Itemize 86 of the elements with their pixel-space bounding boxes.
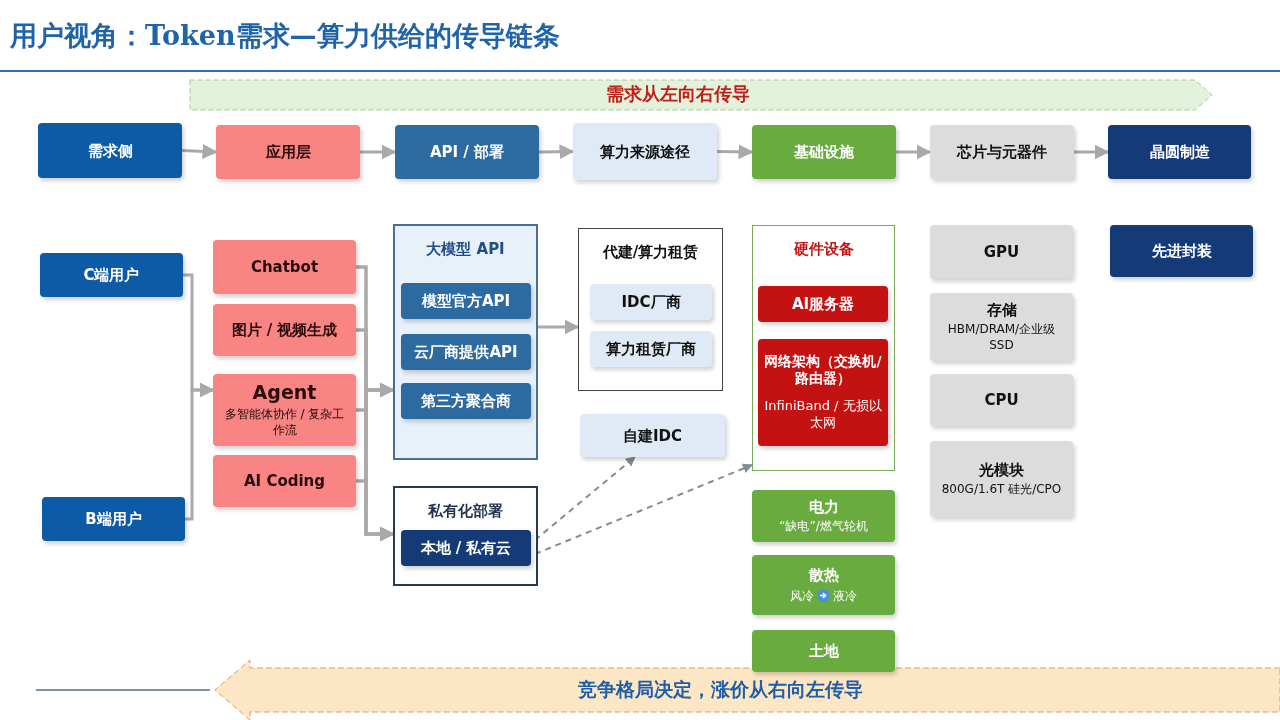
- process-box: [580, 414, 725, 457]
- node-title: 代建/算力租赁: [602, 243, 699, 261]
- process-box: [930, 441, 1073, 517]
- flow-note: 竞争格局决定，涨价从右向左传导: [578, 677, 863, 702]
- node-title: 算力来源途径: [600, 142, 690, 161]
- node-title: API / 部署: [429, 143, 505, 161]
- arrow: [360, 144, 397, 160]
- node-title: 散热: [808, 565, 839, 584]
- node-title: 存储: [986, 300, 1017, 319]
- application-box: [216, 125, 360, 179]
- arrow: [896, 144, 932, 160]
- process-box: [40, 253, 183, 297]
- arrow: [1074, 144, 1110, 160]
- process-box: [573, 123, 717, 180]
- process-box: [930, 374, 1073, 426]
- process-box: [395, 125, 539, 179]
- process-box: [1110, 225, 1253, 277]
- node-title: Chatbot: [250, 258, 319, 276]
- node-title: 硬件设备: [793, 240, 854, 258]
- process-box: [42, 497, 185, 541]
- node-subtext: 液冷: [833, 587, 857, 605]
- process-box: [752, 490, 895, 542]
- node-title: 图片 / 视频生成: [231, 321, 338, 339]
- process-box: [930, 125, 1074, 179]
- node-title: 土地: [808, 642, 839, 660]
- application-box: [213, 240, 356, 294]
- node-title: 本地 / 私有云: [420, 539, 512, 557]
- node-subtext: InfiniBand / 无损以太网: [764, 396, 882, 432]
- process-box: [401, 530, 531, 566]
- flow-note: 需求从左向右传导: [606, 82, 750, 106]
- node-title: CPU: [984, 391, 1019, 409]
- node-title: 先进封装: [1151, 242, 1212, 260]
- node-subtext: “缺电”/燃气轮机: [779, 517, 868, 535]
- node-title: GPU: [983, 243, 1020, 261]
- arrow: [716, 144, 754, 160]
- application-box: [213, 455, 356, 507]
- group-frame: [393, 224, 538, 460]
- process-box: [590, 284, 712, 320]
- node-title: 应用层: [265, 143, 311, 161]
- process-box: [401, 334, 531, 370]
- process-box: [401, 383, 531, 419]
- arrow: [185, 382, 215, 521]
- arrow: [538, 319, 580, 335]
- node-title: 晶圆制造: [1149, 143, 1210, 161]
- group-frame: [752, 225, 895, 471]
- node-title: B端用户: [85, 510, 142, 528]
- node-title: AI Coding: [244, 472, 325, 490]
- node-title: 需求侧: [87, 141, 133, 160]
- node-title: AI服务器: [791, 295, 855, 313]
- process-box: [401, 283, 531, 319]
- process-box: [930, 293, 1073, 361]
- group-frame: [393, 486, 538, 586]
- process-box: [758, 286, 888, 322]
- node-title: 自建IDC: [622, 426, 682, 445]
- node-subtext: HBM/DRAM/企业级SSD: [946, 320, 1057, 354]
- node-title: 第三方聚合商: [421, 392, 511, 410]
- node-title: 网络架构（交换机/路由器）: [764, 353, 882, 387]
- node-subtext: 800G/1.6T 硅光/CPO: [941, 480, 1062, 498]
- node-title: 大模型 API: [426, 240, 505, 258]
- node-subtext: 风冷: [790, 587, 814, 605]
- process-box: [38, 123, 182, 178]
- process-box: [752, 630, 895, 672]
- node-title: 电力: [808, 497, 839, 516]
- process-box: [758, 339, 888, 446]
- node-subtext: 多智能体协作 / 复杂工作流: [223, 406, 346, 439]
- node-title: 算力租赁厂商: [606, 340, 696, 358]
- arrow: [538, 144, 575, 160]
- process-box: [752, 125, 896, 179]
- group-frame: [578, 228, 723, 391]
- node-title: IDC厂商: [621, 293, 681, 311]
- node-title: 云厂商提供API: [414, 343, 518, 361]
- node-title: 模型官方API: [421, 292, 511, 310]
- node-title: 芯片与元器件: [957, 143, 1047, 161]
- node-title: Agent: [252, 381, 317, 405]
- node-title: C端用户: [83, 266, 140, 284]
- process-box: [1108, 125, 1251, 179]
- process-box: [930, 225, 1073, 279]
- process-box: [590, 331, 712, 367]
- application-box: [213, 374, 356, 446]
- node-title: 基础设施: [794, 143, 854, 161]
- slide-title: 用户视角：Token需求—算力供给的传导链条: [10, 19, 560, 53]
- node-title: 私有化部署: [428, 502, 503, 520]
- process-box: [752, 555, 895, 615]
- arrow: [181, 143, 218, 159]
- application-box: [213, 304, 356, 356]
- node-title: 光模块: [979, 460, 1024, 479]
